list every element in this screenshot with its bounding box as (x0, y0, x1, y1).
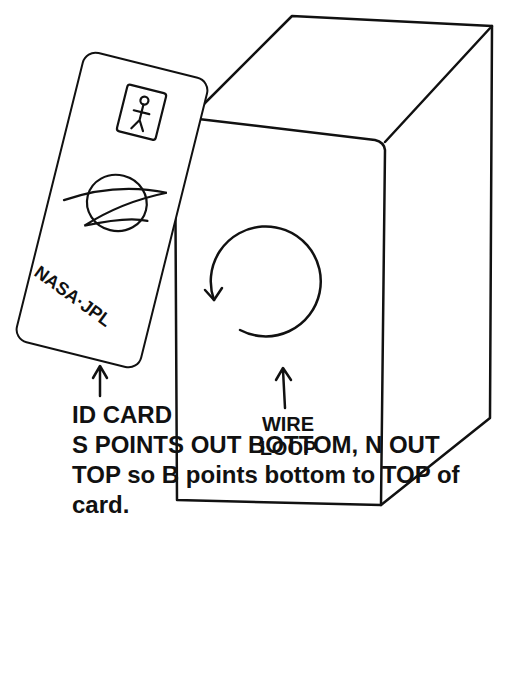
part-name: WIRE LOOP (248, 412, 328, 460)
wire-loop (211, 226, 321, 336)
leader-arrow (276, 368, 291, 408)
leader-arrow (93, 366, 107, 396)
card-text: NASA·JPL (30, 262, 115, 332)
loop-arrowhead (205, 288, 222, 300)
box-top (190, 16, 492, 142)
part-name: ID CARD (72, 400, 272, 430)
